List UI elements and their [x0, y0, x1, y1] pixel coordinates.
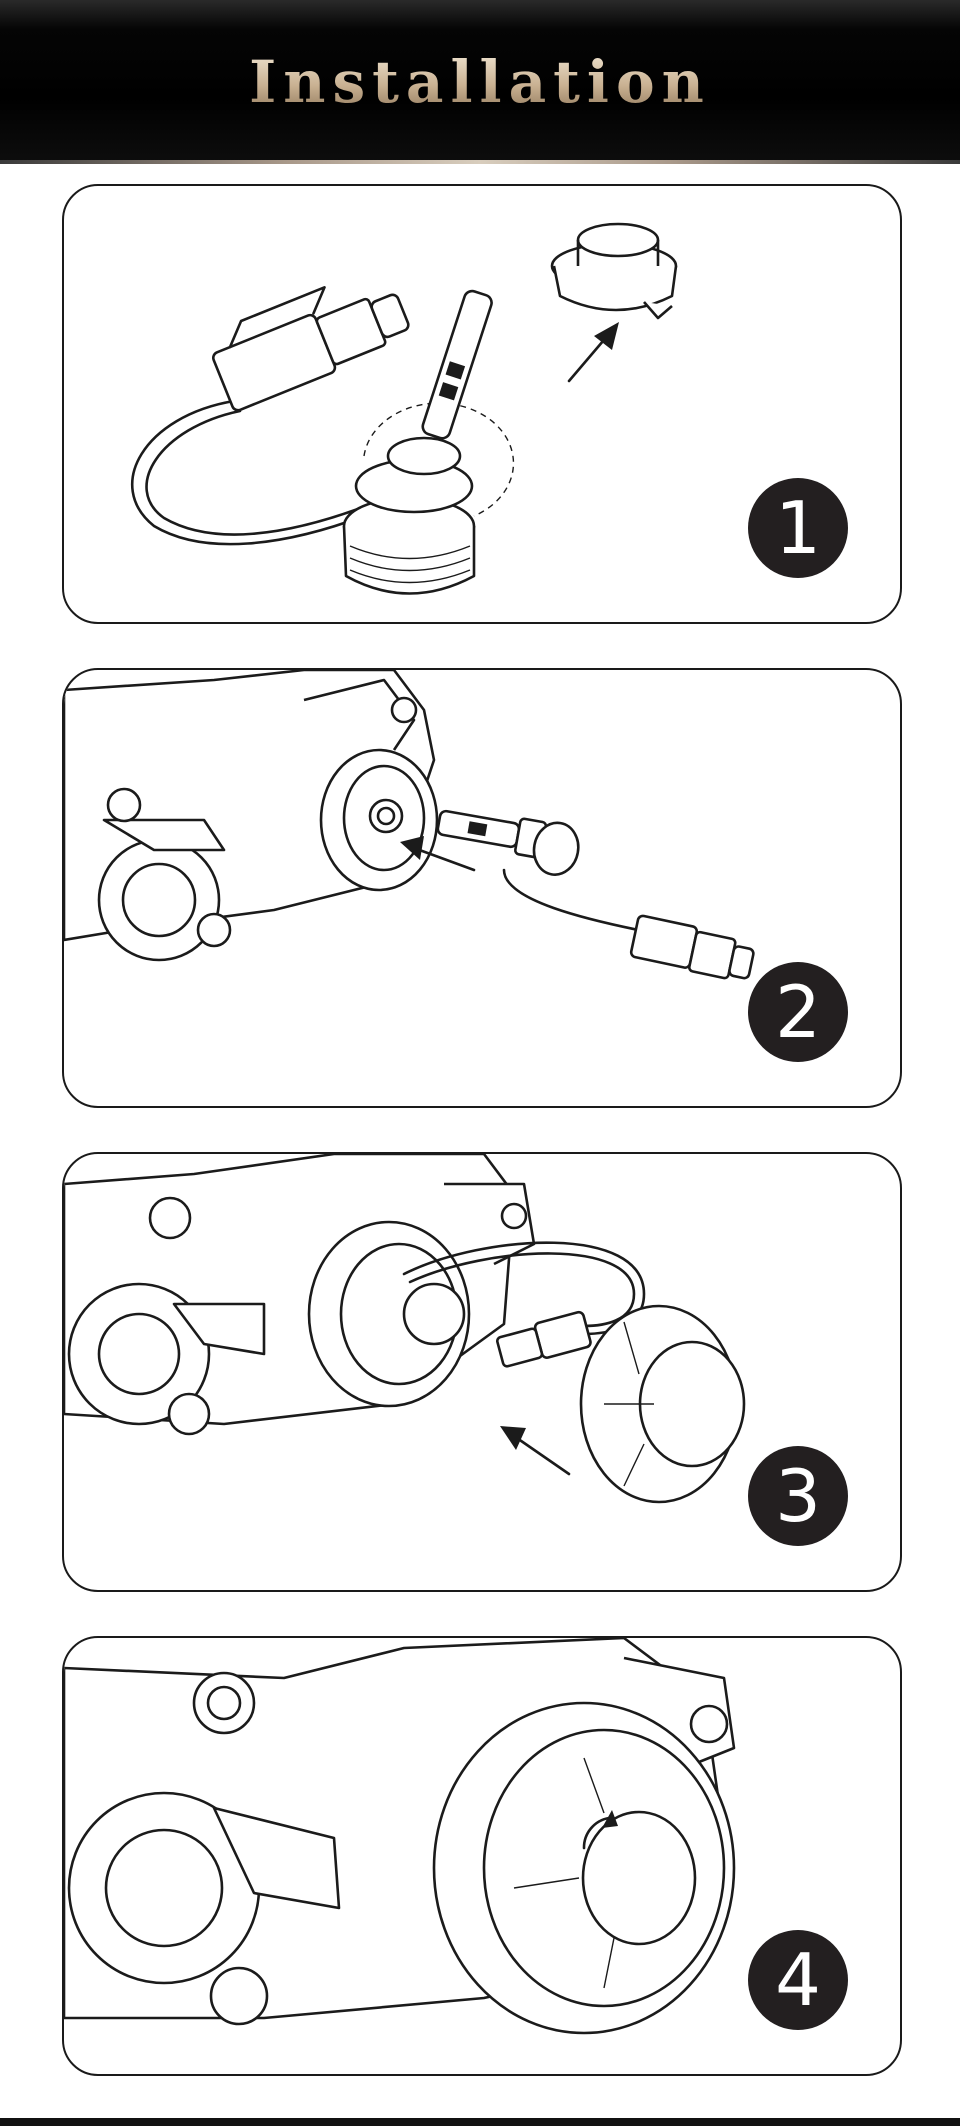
step-3-panel: 3 — [62, 1152, 902, 1592]
page-title: Installation — [0, 48, 960, 116]
step-number-badge: 4 — [748, 1930, 848, 2030]
cap-close-diagram-icon — [64, 1638, 736, 2035]
footer-bar — [0, 2118, 960, 2126]
step-number-badge: 1 — [748, 478, 848, 578]
step-2-panel: 2 — [62, 668, 902, 1108]
step-1-panel: 1 — [62, 184, 902, 624]
page-header: Installation — [0, 0, 960, 164]
step-number-badge: 3 — [748, 1446, 848, 1546]
bulb-insert-diagram-icon — [64, 670, 755, 980]
header-divider — [0, 160, 960, 164]
bulb-removal-diagram-icon — [130, 222, 678, 595]
step-4-panel: 4 — [62, 1636, 902, 2076]
connect-wire-diagram-icon — [64, 1154, 746, 1504]
step-number-badge: 2 — [748, 962, 848, 1062]
